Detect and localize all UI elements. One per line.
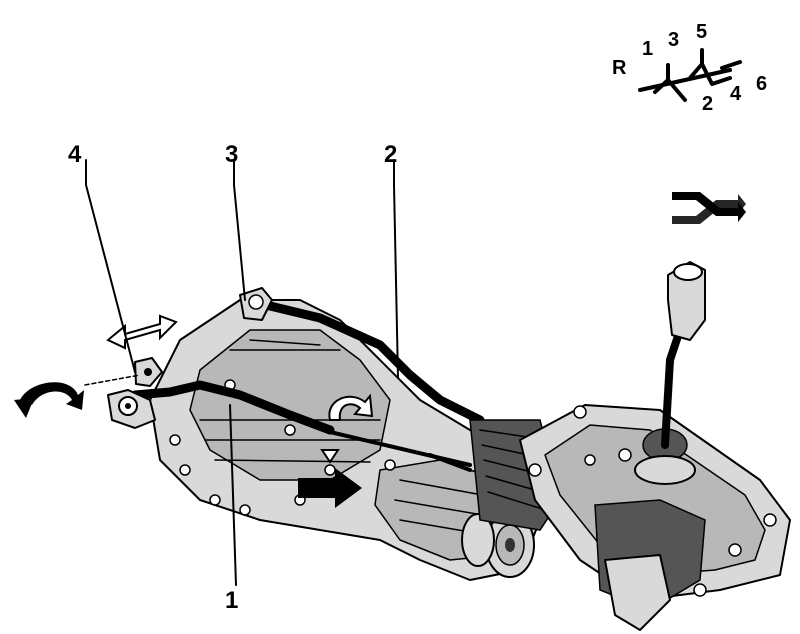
gear-label-r: R: [612, 57, 627, 79]
gear-label-1: 1: [642, 38, 653, 60]
base-bolts: [528, 405, 777, 597]
callout-4: 4: [68, 141, 82, 168]
gear-lever: [634, 261, 706, 485]
reference-line: [84, 374, 141, 386]
housing-bolts: [169, 379, 396, 516]
leader-lines: [85, 159, 399, 586]
gear-lever-base: [519, 404, 791, 631]
crossed-arrows-icon: [672, 192, 746, 224]
rotation-arrow-center: [320, 393, 374, 464]
leader-line-1: [229, 404, 237, 586]
transmission-housing: [149, 299, 541, 581]
shift-pattern: R 1 3 5 2 4 6: [612, 21, 767, 115]
gear-label-2: 2: [702, 93, 713, 115]
pivot-bracket: [239, 287, 273, 321]
leader-line-2: [393, 159, 399, 379]
callout-1: 1: [225, 587, 238, 614]
gear-label-3: 3: [668, 29, 679, 51]
linkage-joint: [107, 357, 163, 429]
direction-arrow: [298, 468, 362, 508]
gear-label-5: 5: [696, 21, 707, 43]
push-pull-arrow: [106, 314, 178, 350]
gear-label-6: 6: [756, 73, 767, 95]
rotation-arrow-left: [14, 382, 84, 418]
shift-rod: [240, 295, 485, 425]
leader-line-4: [85, 159, 136, 373]
callout-2: 2: [384, 141, 397, 168]
gear-knob: [667, 261, 706, 341]
gear-label-4: 4: [730, 83, 742, 105]
leader-line-3: [233, 159, 246, 301]
callout-3: 3: [225, 141, 238, 168]
